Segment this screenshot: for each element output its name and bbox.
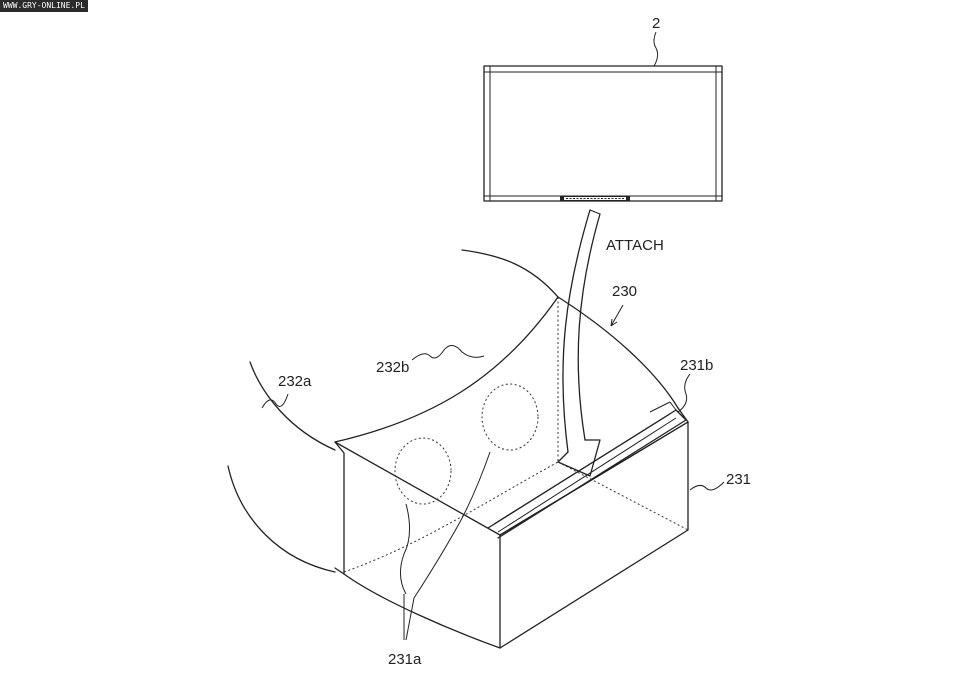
attach-label: ATTACH: [606, 237, 664, 254]
viewer-label-arrow: [610, 304, 624, 327]
hidden-edges: [343, 297, 689, 573]
lenses-label: 231a: [388, 651, 422, 668]
device-label: 2: [652, 15, 660, 32]
watermark: WWW.GRY-ONLINE.PL: [0, 0, 88, 12]
strap-left-label: 232a: [278, 373, 312, 390]
device-label-leader: [653, 31, 659, 67]
lens-leaders: [400, 451, 491, 641]
viewer-label: 230: [612, 283, 637, 300]
strap-left-leader: [261, 393, 289, 409]
strap-top-leader: [411, 345, 485, 361]
housing-label: 231: [726, 471, 751, 488]
slot-label: 231b: [680, 357, 713, 374]
strap-top-label: 232b: [376, 359, 409, 376]
headset-body: [227, 249, 689, 649]
slot-leader: [677, 373, 691, 413]
housing-leader: [689, 481, 725, 491]
device-screen: [483, 65, 723, 202]
attach-arrow: [557, 209, 601, 477]
